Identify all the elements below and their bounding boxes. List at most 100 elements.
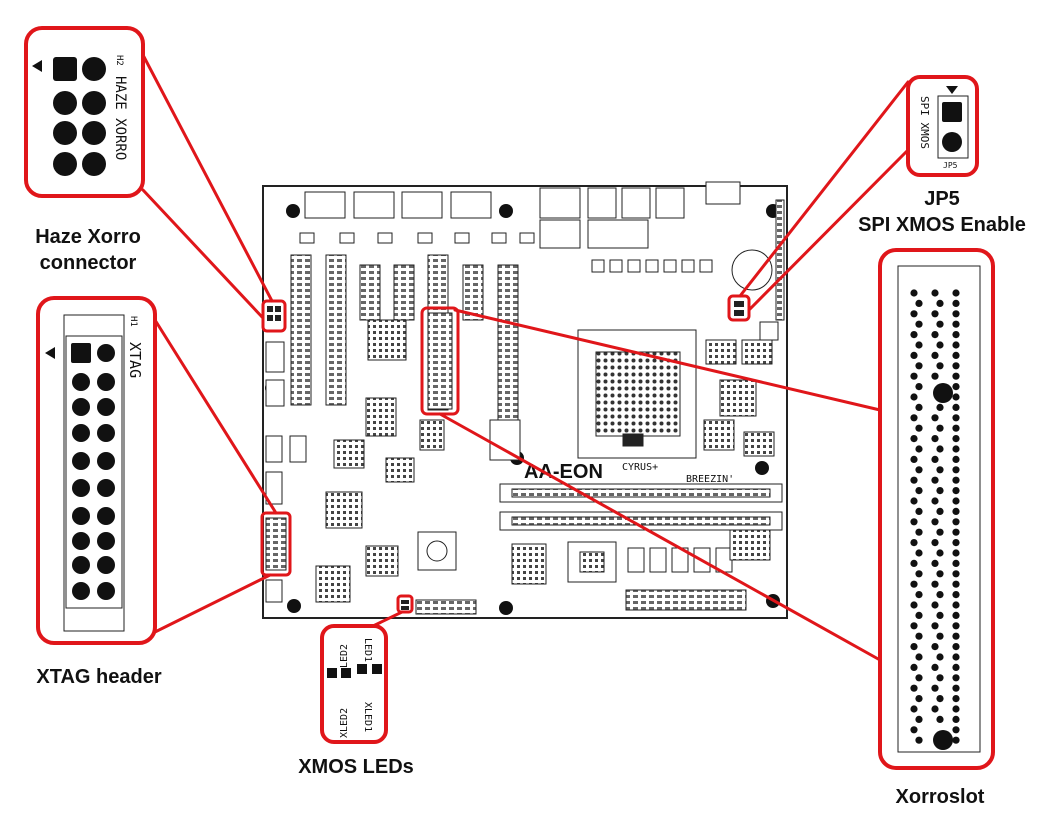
led1-silkscreen: LED1 [362,638,373,662]
xorroslot-pin [910,643,918,651]
label-xmos-leds-line1: XMOS LEDs [298,756,414,778]
xorroslot-pin [915,674,923,682]
xorroslot-pin [952,559,960,568]
label-haze-xorro: Haze Xorro connector [18,224,158,276]
xorroslot-pin [910,289,918,297]
xorroslot-pin [952,643,960,651]
xorroslot-pin [952,622,960,630]
xorroslot-pin [915,362,923,370]
cyrus-silkscreen: CYRUS+ [622,462,658,473]
xorroslot-pin [952,403,960,411]
cpu-socket [577,329,697,459]
xorroslot-pin [931,539,939,547]
xorroslot-pin [936,507,944,515]
xorroslot-pin [952,611,960,620]
xorroslot-pin [910,539,918,547]
xorroslot-pin [952,528,960,536]
xorroslot-pin [910,726,918,734]
xorroslot-pin [952,507,960,515]
xorroslot-pin [952,570,960,578]
xorroslot-pin [952,424,960,432]
xorroslot-pin [910,601,918,609]
xorroslot-pin [931,289,939,297]
xorroslot-pin [936,466,944,474]
xorroslot-pin [936,653,944,661]
label-xorroslot: Xorroslot [870,784,1010,810]
xorroslot-pin [910,559,918,568]
label-haze-xorro-line1: Haze Xorro [35,226,141,248]
xorroslot-pin [910,435,918,443]
xtag-silkscreen: XTAG [126,342,144,378]
xorroslot-pin [936,528,944,536]
xorroslot-pin [915,341,923,349]
motherboard: AA-EON CYRUS+ BREEZIN' [260,181,788,619]
xorroslot-pin [931,601,939,609]
xorroslot-pin [910,414,918,422]
label-jp5-line2: SPI XMOS Enable [858,214,1026,236]
xorroslot-pin [952,351,960,359]
xorroslot-pin [915,424,923,432]
xorroslot-pin [915,570,923,578]
jp5-ref: JP5 [943,161,958,170]
xorroslot-pin [931,622,939,630]
xorroslot-pin [915,507,923,515]
xorroslot-pin [915,299,923,307]
xorroslot-pin [931,580,939,588]
xorroslot-pin [931,663,939,672]
haze-xorro-ref: H2 [114,55,124,66]
xorroslot-pin [952,549,960,557]
xorroslot-pin [936,611,944,620]
xorroslot-pin [952,601,960,609]
xled1-silkscreen: XLED1 [362,702,373,732]
label-xorroslot-line1: Xorroslot [895,786,985,808]
xorroslot-pin [931,518,939,526]
xorroslot-pin [910,684,918,692]
xorroslot-pin [915,715,923,724]
xmos-leds-target [396,594,414,614]
xorroslot-pin [931,497,939,505]
xorroslot-pin [931,455,939,463]
xorroslot-pin [952,383,960,391]
label-xtag-line1: XTAG header [36,666,162,688]
xorroslot-pin [936,632,944,640]
xorroslot-pin [936,570,944,578]
xorroslot-pin [936,591,944,599]
xorroslot-pin [931,435,939,443]
xorroslot-pin [952,632,960,640]
xorroslot-pin [952,362,960,370]
xorroslot-pin [915,487,923,495]
xorroslot-pin [915,695,923,703]
xorroslot-pins [910,289,960,744]
xorroslot-pin [931,559,939,568]
xorroslot-pin [952,393,960,401]
xorroslot-pin [952,580,960,588]
xorroslot-pin [952,487,960,495]
xorroslot-pin [952,695,960,703]
cmos-battery [731,249,773,291]
xorroslot-pin [915,736,923,744]
zoom-xtag: XTAG H1 [36,296,157,645]
xorroslot-pin [952,497,960,505]
label-xmos-leds: XMOS LEDs [286,754,426,780]
xorroslot-pin [915,591,923,599]
xorroslot-pin [952,310,960,318]
xorroslot-pin [915,466,923,474]
xorroslot-pin [952,663,960,672]
xorroslot-pin [952,518,960,526]
left-misc-parts [265,319,457,603]
xorroslot-pin [910,663,918,672]
label-xtag-header: XTAG header [14,664,184,690]
xtag-ref: H1 [128,316,138,327]
xorroslot-pin [931,372,939,380]
xorroslot-pin [952,539,960,547]
xorroslot-pin [910,497,918,505]
xorroslot-pin [915,653,923,661]
xorroslot-pin [910,351,918,359]
xorroslot-pin [936,424,944,432]
xorroslot-pin [931,310,939,318]
xorroslot-pin [915,611,923,620]
xorroslot-pin [952,684,960,692]
xorroslot-pin [936,403,944,411]
top-component-row [299,232,713,273]
